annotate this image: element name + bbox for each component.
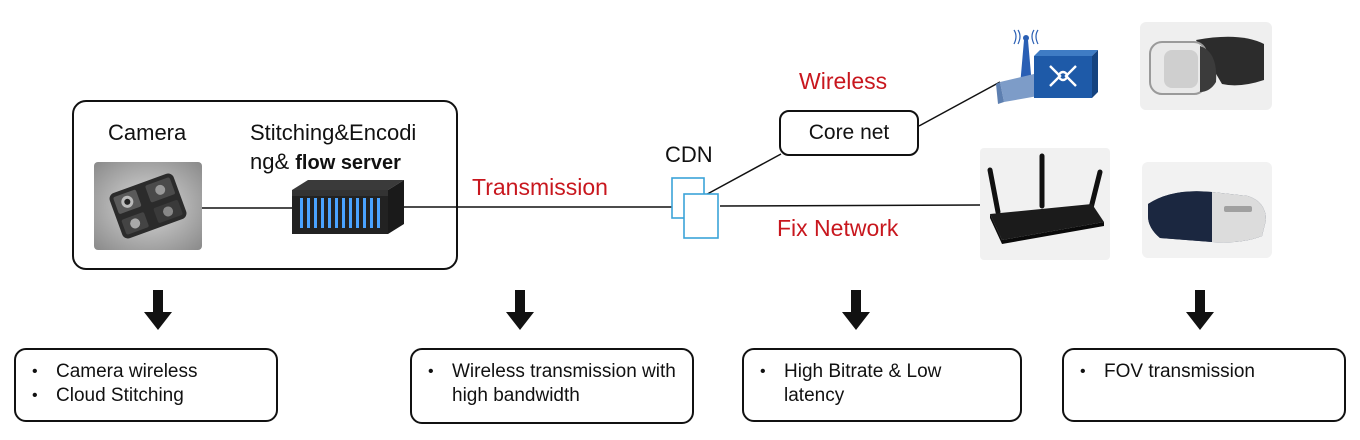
note-item: Wireless transmission with high bandwidt… bbox=[428, 360, 682, 408]
router-icon bbox=[980, 148, 1110, 260]
server-rack-icon bbox=[292, 180, 404, 234]
vr-headset-icon bbox=[1140, 22, 1272, 110]
camera-rig-icon bbox=[94, 162, 202, 250]
down-arrow-icon bbox=[1186, 290, 1214, 330]
note-box-fov: FOV transmission bbox=[1062, 348, 1346, 422]
down-arrow-icon bbox=[506, 290, 534, 330]
cdn-router-link bbox=[719, 204, 981, 207]
camera-label: Camera bbox=[108, 120, 187, 145]
transmission-label: Transmission bbox=[472, 174, 608, 200]
core-net-label: Core net bbox=[808, 121, 890, 144]
fix-network-label: Fix Network bbox=[777, 215, 899, 241]
stitching-label: Stitching&Encodi ng& flow server bbox=[250, 118, 416, 178]
corenet-basestation-link bbox=[918, 81, 1001, 127]
cdn-icon bbox=[671, 177, 719, 239]
stitching-label-line1: Stitching&Encodi bbox=[250, 120, 417, 145]
note-item: FOV transmission bbox=[1080, 360, 1330, 384]
source-group-box bbox=[72, 100, 458, 270]
note-box-camera: Camera wireless Cloud Stitching bbox=[14, 348, 278, 422]
note-box-transmission: Wireless transmission with high bandwidt… bbox=[410, 348, 694, 424]
core-net-box: Core net bbox=[779, 110, 919, 156]
note-item: Cloud Stitching bbox=[32, 384, 262, 408]
note-box-bitrate: High Bitrate & Low latency bbox=[742, 348, 1022, 422]
down-arrow-icon bbox=[842, 290, 870, 330]
stitching-label-line2: ng& flow server bbox=[250, 147, 416, 178]
vr-headset-icon bbox=[1142, 162, 1272, 258]
note-item: High Bitrate & Low latency bbox=[760, 360, 1004, 408]
cdn-label: CDN bbox=[665, 142, 713, 167]
base-station-icon bbox=[996, 29, 1098, 104]
note-item: Camera wireless bbox=[32, 360, 262, 384]
down-arrow-icon bbox=[144, 290, 172, 330]
stitching-label-line2-b: flow server bbox=[295, 152, 401, 174]
cdn-corenet-link bbox=[699, 153, 782, 199]
stitching-label-line2-a: ng& bbox=[250, 149, 296, 174]
wireless-label: Wireless bbox=[799, 68, 888, 94]
